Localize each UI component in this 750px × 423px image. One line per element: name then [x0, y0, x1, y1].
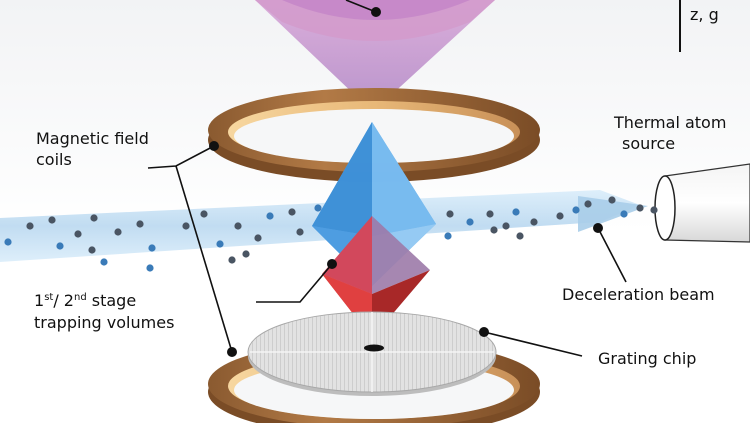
- atom: [182, 222, 190, 230]
- atom: [90, 214, 98, 222]
- atom: [266, 212, 274, 220]
- atom: [100, 258, 108, 266]
- grating-chip: [247, 311, 497, 396]
- atom: [146, 264, 154, 272]
- atom: [650, 206, 658, 214]
- atom: [288, 208, 296, 216]
- atom: [636, 204, 644, 212]
- trapping-label-1: 1st/ 2nd stage: [34, 290, 136, 312]
- atoms: [4, 196, 658, 272]
- trapping-label-2: trapping volumes: [34, 313, 175, 332]
- atom: [530, 218, 538, 226]
- atom: [148, 244, 156, 252]
- deceleration-cone: [578, 196, 648, 232]
- magnetic-coils-label-2: coils: [36, 150, 72, 169]
- atom-source-label-2: source: [622, 134, 676, 153]
- atom: [114, 228, 122, 236]
- atom: [228, 256, 236, 264]
- magnetic-coils-label-1: Magnetic field: [36, 129, 149, 148]
- atom: [296, 228, 304, 236]
- atom: [216, 240, 224, 248]
- atom: [136, 220, 144, 228]
- atom: [466, 218, 474, 226]
- atom: [584, 200, 592, 208]
- atom: [254, 234, 262, 242]
- deceleration-beam-label: Deceleration beam: [562, 285, 715, 304]
- atom: [490, 226, 498, 234]
- atom: [26, 222, 34, 230]
- atom: [486, 210, 494, 218]
- atom: [234, 222, 242, 230]
- grating-chip-label: Grating chip: [598, 349, 697, 368]
- atom: [516, 232, 524, 240]
- atom: [242, 250, 250, 258]
- atom: [48, 216, 56, 224]
- atom: [512, 208, 520, 216]
- trapping-stage-word: stage: [86, 291, 137, 310]
- atom: [88, 246, 96, 254]
- atom: [446, 210, 454, 218]
- trapping-sup1: st: [44, 292, 54, 303]
- leader-lines: [147, 145, 627, 357]
- thermal-atom-source: [654, 163, 750, 243]
- atom: [4, 238, 12, 246]
- atom: [56, 242, 64, 250]
- atom: [74, 230, 82, 238]
- trapping-stage1: 1: [34, 291, 45, 310]
- trapping-sup2: nd: [73, 292, 87, 303]
- atom-source-label-1: Thermal atom: [614, 113, 727, 132]
- atom: [620, 210, 628, 218]
- atom: [556, 212, 564, 220]
- atom: [502, 222, 510, 230]
- atom: [444, 232, 452, 240]
- trapping-sep: / 2: [53, 291, 74, 310]
- atom: [314, 204, 322, 212]
- leader-dots: [209, 141, 603, 357]
- atom: [572, 206, 580, 214]
- top-cone: [255, 0, 495, 108]
- axis-label: z, g: [690, 5, 719, 24]
- atom: [608, 196, 616, 204]
- atom: [200, 210, 208, 218]
